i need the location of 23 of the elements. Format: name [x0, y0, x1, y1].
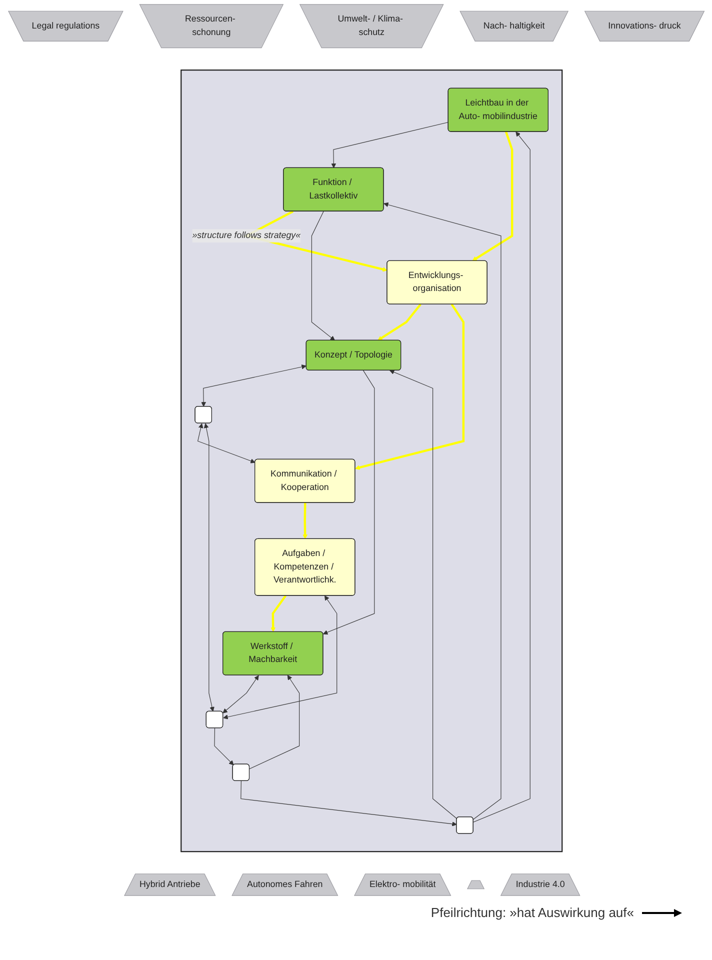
arrow	[270, 595, 286, 632]
cluster	[180, 70, 562, 852]
arrow	[197, 423, 255, 464]
arrow	[311, 211, 335, 341]
arrow	[472, 131, 513, 262]
edge-label: »structure follows strategy«	[192, 230, 300, 240]
arrow	[377, 304, 422, 341]
node-arrow	[466, 880, 484, 890]
arrow	[383, 202, 501, 820]
arrow	[222, 675, 258, 714]
legend-text: Pfeilrichtung: »hat Auswirkung auf«	[430, 905, 634, 920]
arrow	[354, 304, 464, 470]
arrow	[248, 675, 300, 770]
arrow	[322, 370, 374, 635]
arrow	[214, 728, 234, 766]
arrow	[330, 122, 448, 168]
arrow	[204, 423, 214, 712]
arrow	[200, 364, 306, 407]
arrow	[302, 502, 308, 540]
arrow	[240, 780, 457, 826]
arrow	[472, 132, 530, 822]
arrow	[222, 596, 337, 720]
arrow	[389, 370, 457, 820]
